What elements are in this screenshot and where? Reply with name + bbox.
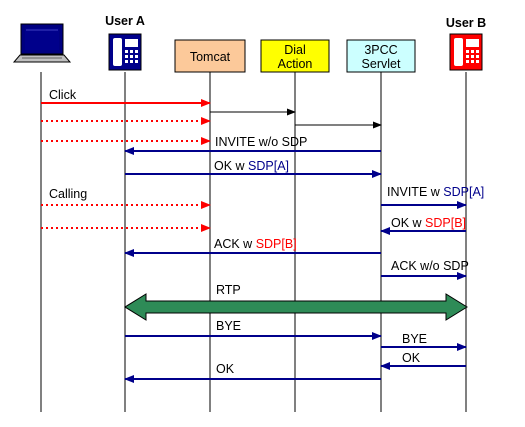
ack-w-text: ACK w	[214, 237, 256, 251]
invite-w-text: INVITE w	[387, 185, 443, 199]
tomcat-box: Tomcat	[174, 39, 246, 73]
ok-sdp-a-label: OK w SDP[A]	[214, 159, 289, 173]
ok-b-label: OK	[402, 351, 421, 365]
bye-label: BYE	[216, 319, 241, 333]
ok-a-label: OK	[216, 362, 235, 376]
phone-icon	[108, 33, 142, 71]
servlet-box: 3PCC Servlet	[346, 39, 416, 73]
ok-sdp-b-label: OK w SDP[B]	[391, 216, 466, 230]
bye-b-label: BYE	[402, 332, 427, 346]
calling-label: Calling	[49, 187, 87, 201]
phone-icon	[449, 33, 483, 71]
sdp-a-text: SDP[A]	[248, 159, 289, 173]
tomcat-label: Tomcat	[190, 50, 231, 64]
dial-action-label-line1: Dial	[284, 43, 306, 57]
rtp-label: RTP	[216, 283, 241, 297]
ok-w-text: OK w	[391, 216, 425, 230]
dial-action-label-line2: Action	[278, 57, 313, 71]
invite-sdp-a-label: INVITE w SDP[A]	[387, 185, 484, 199]
ok-w-text: OK w	[214, 159, 248, 173]
ack-no-sdp-label: ACK w/o SDP	[391, 259, 469, 273]
servlet-label-line1: 3PCC	[364, 43, 397, 57]
dial-action-box: Dial Action	[260, 39, 330, 73]
rtp-double-arrow	[124, 293, 468, 321]
click-label: Click	[49, 88, 77, 102]
lifelines	[40, 72, 467, 412]
servlet-label-line2: Servlet	[362, 57, 401, 71]
sdp-b-text: SDP[B]	[256, 237, 297, 251]
user-b-label: User B	[446, 16, 486, 30]
sdp-a-text: SDP[A]	[443, 185, 484, 199]
user-a-label: User A	[105, 14, 145, 28]
computer-icon	[12, 23, 72, 63]
sdp-b-text: SDP[B]	[425, 216, 466, 230]
ack-sdp-b-label: ACK w SDP[B]	[214, 237, 297, 251]
invite-no-sdp-label: INVITE w/o SDP	[215, 135, 307, 149]
